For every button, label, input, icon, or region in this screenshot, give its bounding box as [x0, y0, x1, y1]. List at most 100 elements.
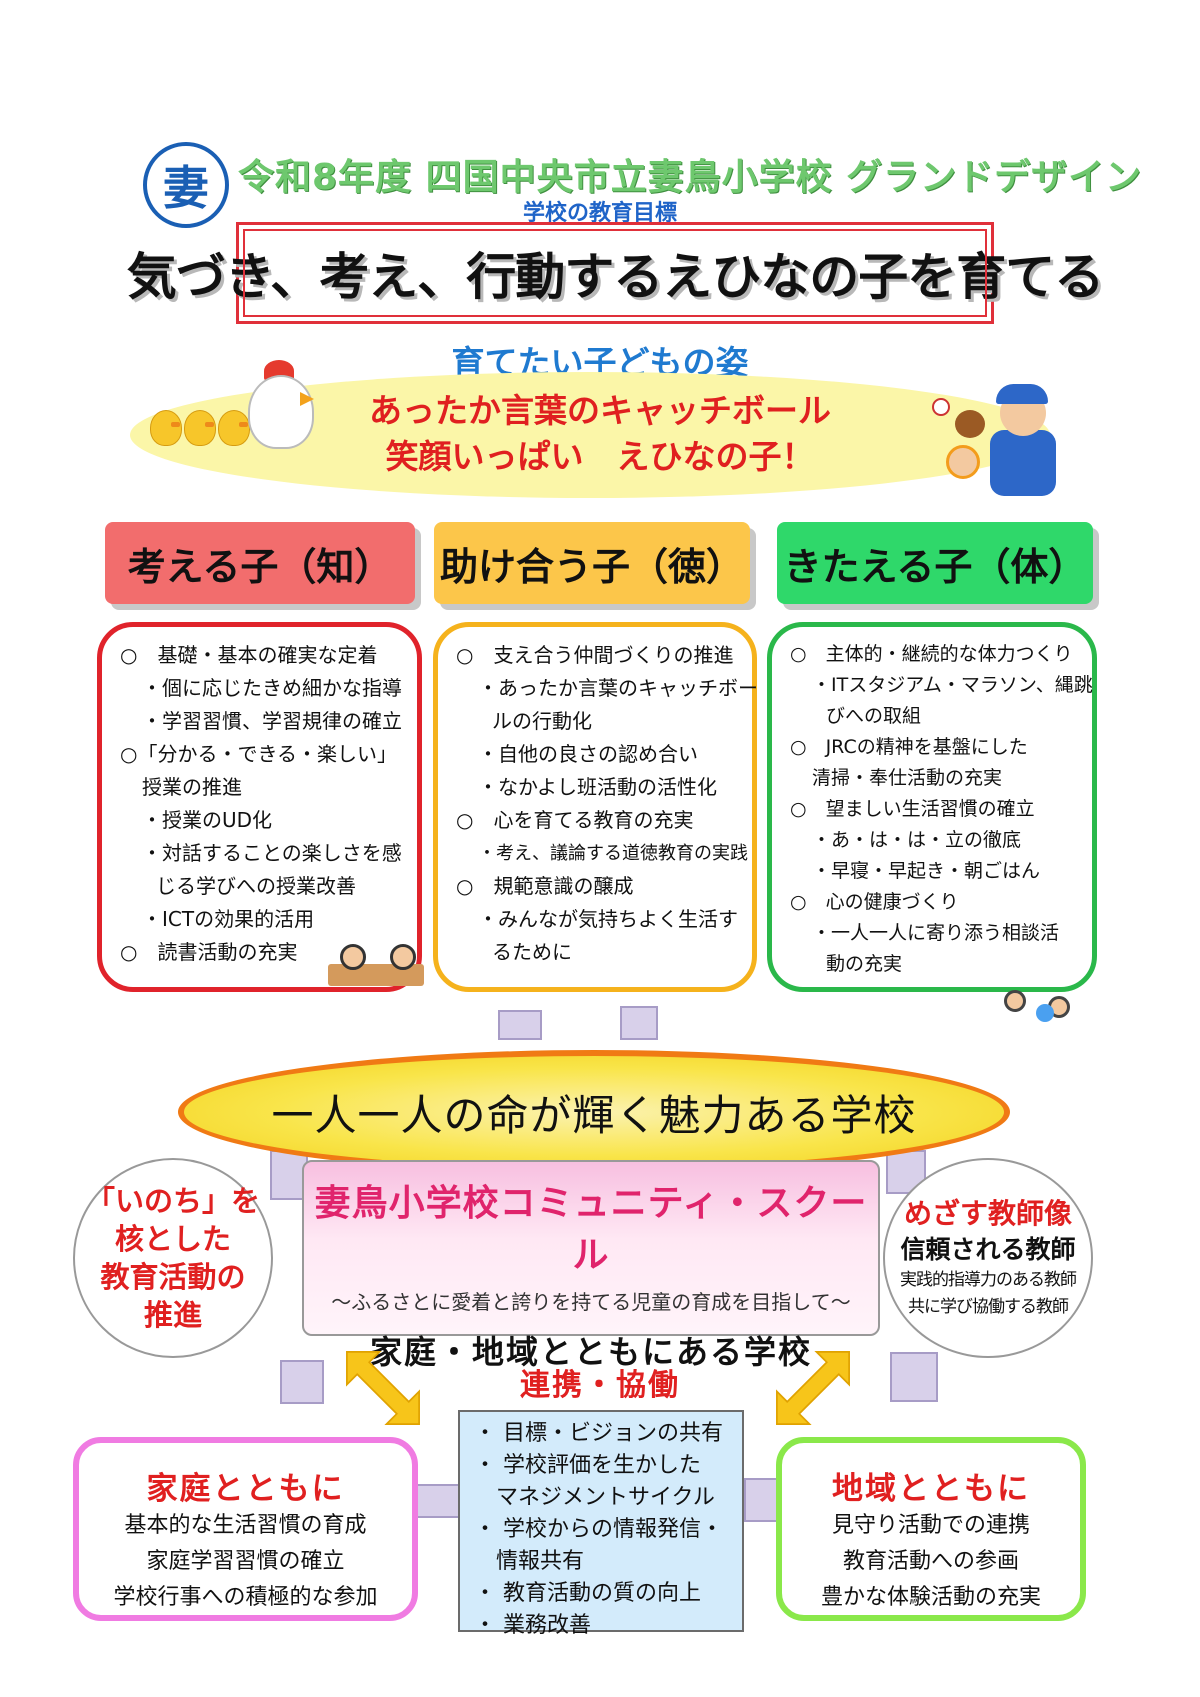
town-icon: [498, 1010, 542, 1040]
pillar-item: ・ITスタジアム・マラソン、縄跳: [812, 674, 1093, 696]
pillar-item: ・授業のUD化: [142, 808, 273, 832]
cap-icon: [996, 384, 1048, 404]
teacher-line: 実践的指導力のある教師: [900, 1270, 1077, 1290]
pillar-item: びへの取組: [826, 705, 922, 727]
ball-icon: [1036, 1004, 1054, 1022]
pillar-item: ○ 心の健康づくり: [790, 891, 959, 913]
cooperation-box: ・ 目標・ビジョンの共有 ・ 学校評価を生かした マネジメントサイクル ・ 学校…: [458, 1410, 744, 1638]
town-icon: [414, 1484, 462, 1518]
teacher-title: めざす教師像: [903, 1197, 1072, 1230]
pillar-item: ・早寝・早起き・朝ごはん: [812, 860, 1041, 882]
circle-line: 教育活動の: [100, 1260, 246, 1294]
runner-icon: [1004, 990, 1026, 1012]
bidirectional-arrow-icon: [776, 1351, 850, 1425]
pillar-item: ・一人一人に寄り添う相談活: [812, 922, 1060, 944]
bidirectional-arrow-icon: [346, 1351, 420, 1425]
community-line: 教育活動への参画: [842, 1549, 1019, 1574]
school-vision: 一人一人の命が輝く魅力ある学校: [178, 1050, 1010, 1174]
ball-icon: [932, 398, 950, 416]
community-box: 地域とともに 見守り活動での連携 教育活動への参画 豊かな体験活動の充実: [776, 1437, 1086, 1621]
cooperation-item: ・ 業務改善: [474, 1613, 591, 1638]
pillar-item: ルの行動化: [492, 709, 592, 733]
circle-line: 「いのち」を: [85, 1184, 260, 1218]
town-icon: [280, 1360, 324, 1404]
child-icon: [946, 445, 980, 479]
pillar-item: ○ JRCの精神を基盤にした: [790, 736, 1028, 758]
pillar-item: ・個に応じたきめ細かな指導: [142, 676, 402, 700]
town-icon: [620, 1006, 658, 1040]
pillar-item: ○ 心を育てる教育の充実: [456, 808, 694, 832]
chick-icon: [150, 410, 182, 446]
pillar-item: ○ 規範意識の醸成: [456, 874, 634, 898]
hen-icon: [248, 375, 314, 449]
school-emblem: 妻: [143, 142, 229, 228]
community-school-footer: 家庭・地域とともにある学校: [369, 1333, 812, 1371]
cooperation-item: ・ 教育活動の質の向上: [474, 1581, 701, 1606]
cooperation-item: ・ 目標・ビジョンの共有: [474, 1421, 723, 1446]
pillar-item: ・なかよし班活動の活性化: [478, 775, 717, 799]
goal-box: 気づき、考え、行動するえひなの子を育てる: [127, 222, 1104, 324]
pillar-box-knowledge: ○ 基礎・基本の確実な定着 ・個に応じたきめ細かな指導 ・学習習慣、学習規律の確…: [97, 622, 422, 992]
town-icon: [890, 1352, 938, 1402]
pillar-title-virtue: 助け合う子（徳）: [434, 522, 750, 604]
pillar-item: ○ 支え合う仲間づくりの推進: [456, 643, 734, 667]
pillar-item: ・あったか言葉のキャッチボー: [478, 676, 758, 700]
hen-beak-icon: [300, 392, 314, 406]
chick-icon: [218, 410, 250, 446]
pillar-item: ○ 主体的・継続的な体力つくり: [790, 643, 1073, 665]
community-title: 地域とともに: [832, 1471, 1030, 1507]
pillar-item: ○ 望ましい生活習慣の確立: [790, 798, 1035, 820]
goal-label: 学校の教育目標: [522, 201, 677, 226]
community-line: 豊かな体験活動の充実: [820, 1585, 1041, 1610]
pillar-item: じる学びへの授業改善: [156, 874, 356, 898]
community-school-box: 妻鳥小学校コミュニティ・スクール ～ふるさとに愛着と誇りを持てる児童の育成を目指…: [302, 1160, 880, 1371]
teacher-image-circle: めざす教師像 信頼される教師 実践的指導力のある教師 共に学び協働する教師: [883, 1158, 1093, 1358]
teacher-line: 共に学び協働する教師: [908, 1297, 1069, 1317]
home-box: 家庭とともに 基本的な生活習慣の育成 家庭学習習慣の確立 学校行事への積極的な参…: [73, 1437, 418, 1621]
pillar-item: ○ 読書活動の充実: [120, 940, 298, 964]
home-line: 学校行事への積極的な参加: [113, 1585, 378, 1610]
life-education-circle: 「いのち」を 核とした 教育活動の 推進: [73, 1158, 273, 1358]
player-icon: [990, 430, 1056, 496]
cooperation-item: マネジメントサイクル: [496, 1485, 715, 1510]
pillar-title-knowledge: 考える子（知）: [105, 522, 415, 604]
pillar-item: 動の充実: [826, 953, 903, 975]
pillar-item: ・対話することの楽しさを感: [142, 841, 402, 865]
pillar-item: ・ICTの効果的活用: [142, 907, 315, 931]
community-school-subtitle: ～ふるさとに愛着と誇りを持てる児童の育成を目指して～: [331, 1290, 851, 1314]
pillar-box-body: ○ 主体的・継続的な体力つくり ・ITスタジアム・マラソン、縄跳 びへの取組 ○…: [767, 622, 1097, 992]
teacher-lead: 信頼される教師: [900, 1235, 1076, 1264]
home-line: 家庭学習習慣の確立: [146, 1549, 345, 1574]
pillar-box-virtue: ○ 支え合う仲間づくりの推進 ・あったか言葉のキャッチボー ルの行動化 ・自他の…: [433, 622, 758, 992]
pillar-item: 授業の推進: [142, 775, 242, 799]
cooperation-item: 情報共有: [496, 1549, 585, 1574]
cooperation-item: ・ 学校評価を生かした: [474, 1453, 701, 1478]
community-school-title: 妻鳥小学校コミュニティ・スクール: [314, 1183, 868, 1276]
home-line: 基本的な生活習慣の育成: [124, 1513, 367, 1538]
circle-line: 推進: [143, 1298, 202, 1332]
cooperation-label: 連携・協働: [520, 1368, 680, 1403]
pillar-item: ・学習習慣、学習規律の確立: [142, 709, 402, 733]
pillar-item: ・みんなが気持ちよく生活す: [478, 907, 738, 931]
cooperation-item: ・ 学校からの情報発信・: [474, 1517, 723, 1542]
community-line: 見守り活動での連携: [831, 1513, 1030, 1538]
slogan-line-2: 笑顔いっぱい えひなの子！: [385, 437, 815, 476]
educational-goal: 気づき、考え、行動するえひなの子を育てる: [126, 248, 1104, 306]
document-title: 令和8年度 四国中央市立妻鳥小学校 グランドデザイン: [238, 157, 1143, 198]
chick-icon: [184, 410, 216, 446]
pillar-item: るために: [492, 940, 572, 964]
vision-text: 一人一人の命が輝く魅力ある学校: [271, 1090, 917, 1140]
pillar-item: ○ 基礎・基本の確実な定着: [120, 643, 378, 667]
pillar-title-body: きたえる子（体）: [777, 522, 1093, 604]
circle-line: 核とした: [114, 1222, 231, 1256]
slogan: あったか言葉のキャッチボール 笑顔いっぱい えひなの子！: [270, 388, 930, 480]
pillar-item: ○「分かる・できる・楽しい」: [120, 742, 398, 766]
pillar-item: ・あ・は・は・立の徹底: [812, 829, 1022, 851]
pillar-item: 清掃・奉仕活動の充実: [812, 767, 1003, 789]
student-icon: [390, 944, 416, 970]
home-title: 家庭とともに: [146, 1471, 345, 1507]
student-icon: [340, 944, 366, 970]
pillar-item: ・考え、議論する道徳教育の実践: [478, 843, 748, 864]
glove-icon: [955, 410, 985, 438]
slogan-line-1: あったか言葉のキャッチボール: [369, 391, 831, 430]
